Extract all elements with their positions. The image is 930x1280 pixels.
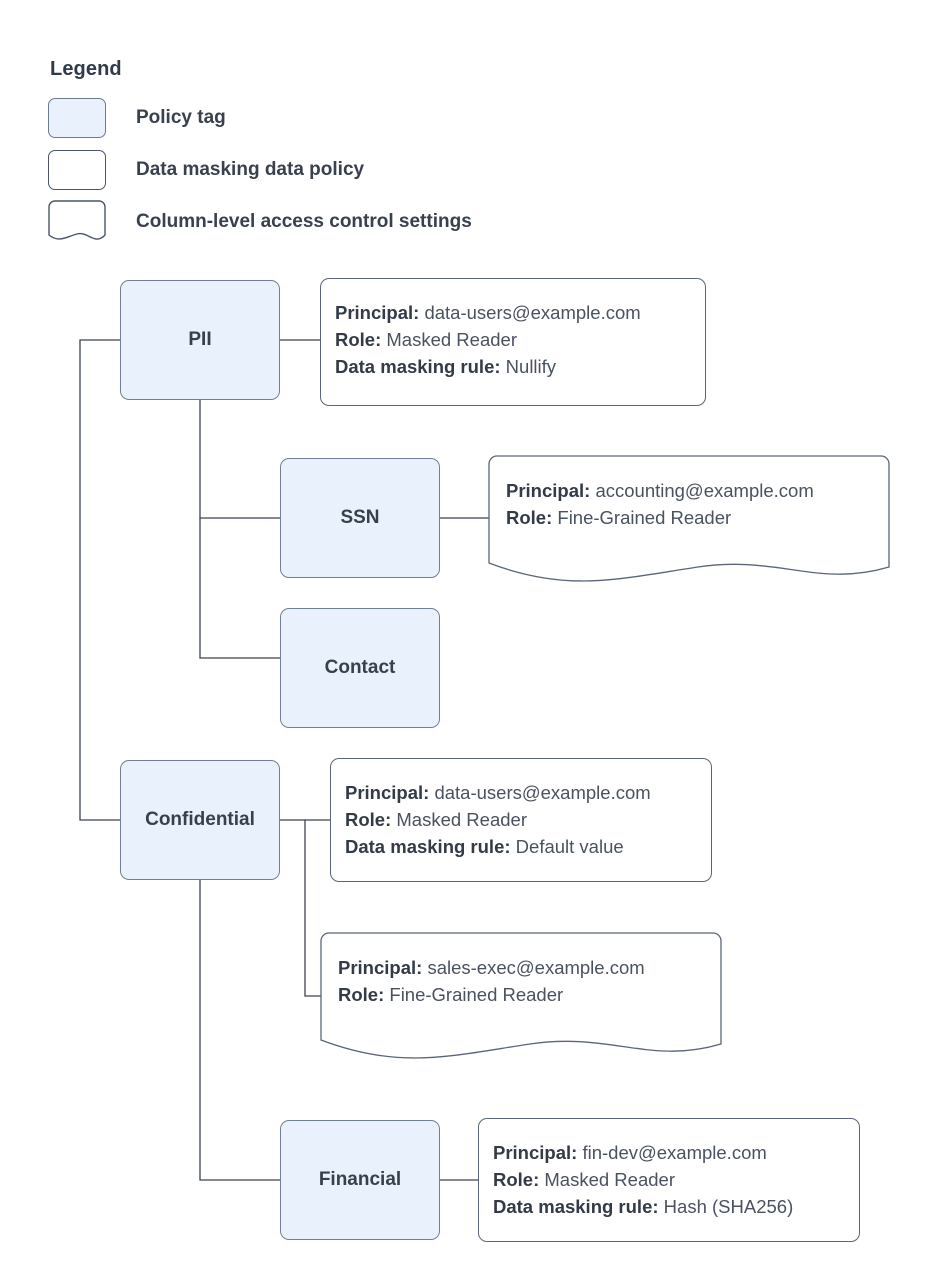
value-role: Fine-Grained Reader — [557, 507, 732, 528]
detail-principal-line: Principal: data-users@example.com — [335, 299, 705, 326]
policy-tag-swatch — [48, 98, 106, 138]
policy-tag-label-pii: PII — [188, 329, 212, 350]
detail-masking-rule-line: Data masking rule: Nullify — [335, 353, 705, 380]
value-principal: accounting@example.com — [595, 480, 814, 501]
detail-text-group: Principal: sales-exec@example.com Role: … — [320, 932, 722, 1008]
legend-label-policy-tag: Policy tag — [136, 107, 226, 128]
label-principal: Principal: — [493, 1142, 578, 1163]
data-masking-policy-pii[interactable]: Principal: data-users@example.com Role: … — [320, 278, 706, 406]
label-role: Role: — [335, 329, 382, 350]
label-masking-rule: Data masking rule: — [345, 836, 511, 857]
label-role: Role: — [493, 1169, 540, 1190]
detail-principal-line: Principal: fin-dev@example.com — [493, 1139, 859, 1166]
data-masking-policy-swatch — [48, 150, 106, 190]
detail-role-line: Role: Fine-Grained Reader — [338, 981, 722, 1008]
value-masking-rule: Hash (SHA256) — [663, 1196, 794, 1217]
detail-principal-line: Principal: sales-exec@example.com — [338, 954, 722, 981]
label-masking-rule: Data masking rule: — [493, 1196, 659, 1217]
wavy-card-shape — [488, 455, 890, 585]
detail-masking-rule-line: Data masking rule: Hash (SHA256) — [493, 1193, 859, 1220]
policy-tag-node-contact[interactable]: Contact — [280, 608, 440, 728]
label-principal: Principal: — [345, 782, 430, 803]
value-role: Masked Reader — [396, 809, 527, 830]
value-role: Masked Reader — [544, 1169, 675, 1190]
policy-tag-node-financial[interactable]: Financial — [280, 1120, 440, 1240]
label-principal: Principal: — [506, 480, 591, 501]
label-principal: Principal: — [335, 302, 420, 323]
value-principal: sales-exec@example.com — [427, 957, 645, 978]
detail-role-line: Role: Masked Reader — [345, 806, 711, 833]
value-principal: data-users@example.com — [424, 302, 641, 323]
value-principal: data-users@example.com — [434, 782, 651, 803]
detail-masking-rule-line: Data masking rule: Default value — [345, 833, 711, 860]
column-access-control-ssn[interactable]: Principal: accounting@example.com Role: … — [488, 455, 890, 585]
policy-tag-label-ssn: SSN — [340, 507, 380, 528]
label-role: Role: — [338, 984, 385, 1005]
data-masking-policy-confidential[interactable]: Principal: data-users@example.com Role: … — [330, 758, 712, 882]
legend-title: Legend — [50, 58, 122, 80]
value-masking-rule: Default value — [515, 836, 624, 857]
value-role: Masked Reader — [386, 329, 517, 350]
detail-principal-line: Principal: accounting@example.com — [506, 477, 890, 504]
policy-tag-node-ssn[interactable]: SSN — [280, 458, 440, 578]
legend-label-column-access-control: Column-level access control settings — [136, 211, 472, 232]
detail-role-line: Role: Fine-Grained Reader — [506, 504, 890, 531]
policy-tag-label-contact: Contact — [324, 657, 396, 678]
detail-role-line: Role: Masked Reader — [493, 1166, 859, 1193]
detail-principal-line: Principal: data-users@example.com — [345, 779, 711, 806]
legend-item-policy-tag: Policy tag — [48, 98, 226, 138]
legend-item-column-access-control: Column-level access control settings — [48, 200, 472, 244]
policy-tag-label-confidential: Confidential — [145, 809, 255, 830]
wavy-card-shape — [320, 932, 722, 1062]
data-masking-policy-financial[interactable]: Principal: fin-dev@example.com Role: Mas… — [478, 1118, 860, 1242]
legend-item-data-masking-policy: Data masking data policy — [48, 150, 364, 190]
detail-text-group: Principal: accounting@example.com Role: … — [488, 455, 890, 531]
value-role: Fine-Grained Reader — [389, 984, 564, 1005]
column-access-control-confidential[interactable]: Principal: sales-exec@example.com Role: … — [320, 932, 722, 1062]
value-masking-rule: Nullify — [505, 356, 557, 377]
policy-tag-label-financial: Financial — [318, 1169, 402, 1190]
policy-tag-node-confidential[interactable]: Confidential — [120, 760, 280, 880]
legend-label-data-masking-policy: Data masking data policy — [136, 159, 365, 180]
detail-role-line: Role: Masked Reader — [335, 326, 705, 353]
policy-tag-node-pii[interactable]: PII — [120, 280, 280, 400]
label-role: Role: — [506, 507, 553, 528]
value-principal: fin-dev@example.com — [582, 1142, 767, 1163]
label-role: Role: — [345, 809, 392, 830]
label-principal: Principal: — [338, 957, 423, 978]
label-masking-rule: Data masking rule: — [335, 356, 501, 377]
column-access-control-swatch — [48, 200, 106, 244]
